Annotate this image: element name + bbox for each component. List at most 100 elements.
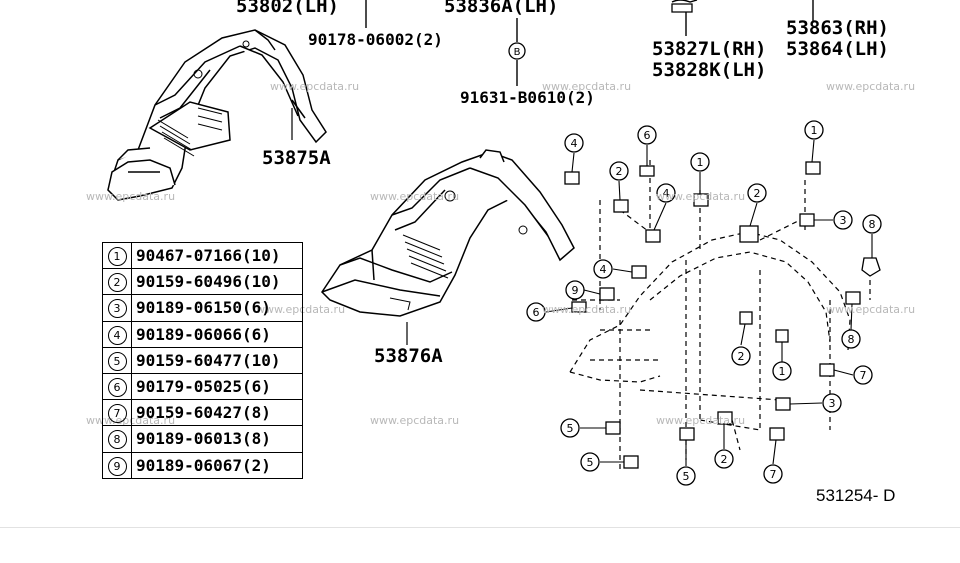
- label-53802-lh: 53802(LH): [236, 0, 339, 17]
- callout-5-left-upper: 5: [560, 418, 580, 438]
- legend-number-cell: 1: [102, 241, 132, 270]
- legend-number-cell: 6: [102, 372, 132, 401]
- svg-text:7: 7: [860, 369, 867, 382]
- legend-number: 2: [107, 273, 127, 293]
- svg-text:5: 5: [587, 456, 594, 469]
- bottom-divider: [0, 527, 960, 528]
- callout-4-lower: 4: [593, 259, 613, 279]
- diagram-reference-code: 531254- D: [816, 486, 896, 505]
- watermark: www.epcdata.ru: [656, 414, 746, 427]
- legend-number-cell: 3: [102, 294, 132, 322]
- label-53827l-rh: 53827L(RH): [652, 38, 767, 60]
- legend-number: 5: [107, 351, 127, 371]
- callout-9: 9: [565, 280, 585, 300]
- watermark: www.epcdata.ru: [542, 303, 632, 316]
- callout-3-lower: 3: [822, 393, 842, 413]
- label-53875a: 53875A: [262, 147, 331, 169]
- callout-5-bottom: 5: [676, 466, 696, 486]
- svg-text:8: 8: [848, 333, 855, 346]
- callout-2-top: 2: [609, 161, 629, 181]
- callout-8-lower-right: 8: [841, 329, 861, 349]
- svg-text:1: 1: [697, 156, 704, 169]
- svg-text:6: 6: [644, 129, 651, 142]
- label-53876a: 53876A: [374, 345, 443, 367]
- label-53828k-lh: 53828K(LH): [652, 59, 767, 81]
- callout-2-bottom: 2: [714, 449, 734, 469]
- svg-text:4: 4: [571, 137, 578, 150]
- callout-4-middle: 4: [656, 183, 676, 203]
- watermark: www.epcdata.ru: [656, 190, 746, 203]
- svg-text:5: 5: [567, 422, 574, 435]
- watermark: www.epcdata.ru: [542, 80, 632, 93]
- svg-text:1: 1: [811, 124, 818, 137]
- legend-number-cell: 8: [102, 425, 132, 453]
- label-53836a-lh: 53836A(LH): [444, 0, 559, 17]
- legend-number: 6: [107, 378, 127, 398]
- svg-text:1: 1: [779, 365, 786, 378]
- fender-liner-53876a: [321, 149, 575, 317]
- callout-4-top-left: 4: [564, 133, 584, 153]
- legend-number: 3: [107, 299, 127, 319]
- legend-part-number: 90159-60477(10): [131, 346, 303, 374]
- legend-number: 1: [107, 247, 127, 267]
- legend-number-cell: 5: [102, 346, 132, 374]
- legend-number: 4: [107, 325, 127, 345]
- svg-text:2: 2: [738, 350, 745, 363]
- svg-text:7: 7: [770, 468, 777, 481]
- callout-3-upper-right: 3: [833, 210, 853, 230]
- label-91631-b0610: 91631-B0610(2): [460, 88, 595, 107]
- callout-1-top-right: 1: [804, 120, 824, 140]
- watermark: www.epcdata.ru: [86, 190, 176, 203]
- legend-part-number: 90189-06066(6): [131, 320, 303, 348]
- legend-number: 8: [107, 430, 127, 450]
- svg-text:3: 3: [829, 397, 836, 410]
- watermark: www.epcdata.ru: [826, 80, 916, 93]
- fender-liner-53875a: [107, 29, 327, 201]
- svg-text:4: 4: [663, 187, 670, 200]
- legend-part-number: 90467-07166(10): [131, 241, 303, 270]
- legend-number-cell: 7: [102, 399, 132, 427]
- callout-1-top-middle: 1: [690, 152, 710, 172]
- watermark: www.epcdata.ru: [370, 414, 460, 427]
- watermark: www.epcdata.ru: [270, 80, 360, 93]
- svg-text:2: 2: [754, 187, 761, 200]
- callout-6-left: 6: [526, 302, 546, 322]
- svg-text:2: 2: [721, 453, 728, 466]
- svg-text:8: 8: [869, 218, 876, 231]
- svg-text:2: 2: [616, 165, 623, 178]
- legend-part-number: 90179-05025(6): [131, 372, 303, 401]
- legend-part-number: 90189-06150(6): [131, 294, 303, 322]
- callout-7-bottom: 7: [763, 464, 783, 484]
- callout-2-center: 2: [731, 346, 751, 366]
- watermark: www.epcdata.ru: [826, 303, 916, 316]
- svg-text:3: 3: [840, 214, 847, 227]
- svg-text:5: 5: [683, 470, 690, 483]
- callout-8-right: 8: [862, 214, 882, 234]
- legend-number-cell: 9: [102, 451, 132, 479]
- legend-number: 7: [107, 404, 127, 424]
- label-53863-rh: 53863(RH): [786, 17, 889, 39]
- legend-part-number: 90159-60427(8): [131, 399, 303, 427]
- callout-5-left-lower: 5: [580, 452, 600, 472]
- callout-1-center: 1: [772, 361, 792, 381]
- legend-number: 9: [107, 456, 127, 476]
- label-90178-06002: 90178-06002(2): [308, 30, 443, 49]
- b-marker-text: B: [514, 47, 521, 58]
- legend-part-number: 90189-06013(8): [131, 425, 303, 453]
- label-53864-lh: 53864(LH): [786, 38, 889, 60]
- legend-number-cell: 2: [102, 268, 132, 296]
- legend-number-cell: 4: [102, 320, 132, 348]
- watermark: www.epcdata.ru: [370, 190, 460, 203]
- callout-6-top: 6: [637, 125, 657, 145]
